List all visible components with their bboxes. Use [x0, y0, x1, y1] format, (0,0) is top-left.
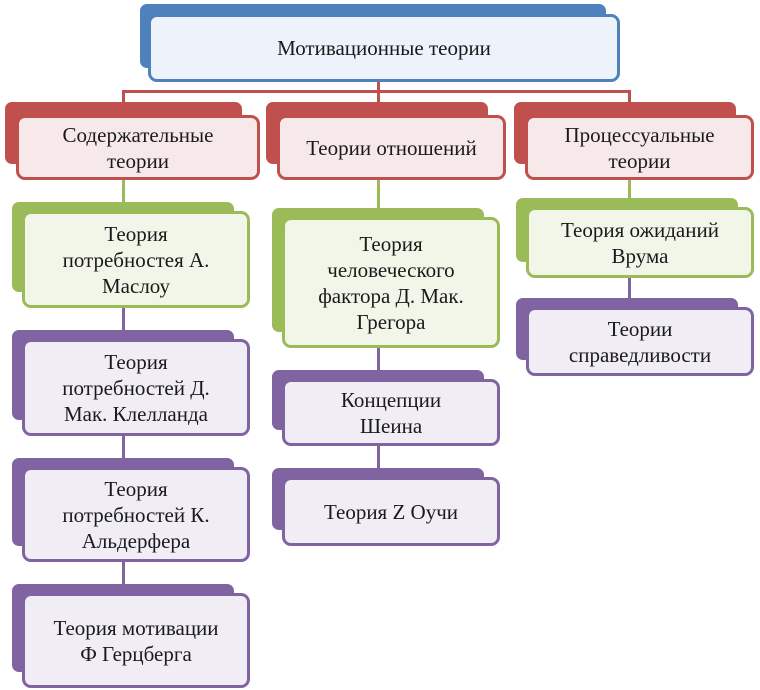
column-2-item-2: Концепции Шеина	[272, 370, 500, 446]
column-1-item-2: Теория потребностей Д. Мак. Клелланда	[12, 330, 250, 436]
column-1-item-3-label: Теория потребностей К. Альдерфера	[22, 467, 250, 562]
column-3-header: Процессуальные теории	[514, 102, 754, 180]
column-1-item-1: Теория потребностея А. Маслоу	[12, 202, 250, 308]
connector-root-down	[377, 80, 380, 98]
column-1-item-3: Теория потребностей К. Альдерфера	[12, 458, 250, 562]
column-2-item-1: Теория человеческого фактора Д. Мак. Гре…	[272, 208, 500, 348]
connector-to-col3-header	[628, 90, 631, 102]
connector-col1-item1-item2	[122, 306, 125, 330]
column-1-item-4: Теория мотивации Ф Герцберга	[12, 584, 250, 688]
column-3-item-2-label: Теории справедливости	[526, 307, 754, 376]
column-1-item-1-label: Теория потребностея А. Маслоу	[22, 211, 250, 308]
column-3-header-label: Процессуальные теории	[525, 115, 754, 180]
connector-col2-item1-item2	[377, 346, 380, 372]
column-2-item-3: Теория Z Оучи	[272, 468, 500, 546]
column-2-item-1-label: Теория человеческого фактора Д. Мак. Гре…	[282, 217, 500, 348]
connector-col2-header-item1	[377, 178, 380, 210]
column-1-item-2-label: Теория потребностей Д. Мак. Клелланда	[22, 339, 250, 436]
root-label: Мотивационные теории	[148, 14, 620, 82]
root-node: Мотивационные теории	[140, 4, 620, 82]
connector-col3-item1-item2	[628, 276, 631, 298]
connector-col1-item3-item4	[122, 560, 125, 584]
column-2-header-label: Теории отношений	[277, 115, 506, 180]
column-3-item-2: Теории справедливости	[516, 298, 754, 376]
column-2-item-2-label: Концепции Шеина	[282, 379, 500, 446]
connector-col3-header-item1	[628, 178, 631, 200]
column-1-header: Содержательные теории	[5, 102, 260, 180]
connector-to-col1-header	[122, 90, 125, 102]
connector-col2-item2-item3	[377, 444, 380, 470]
connector-col1-item2-item3	[122, 434, 125, 458]
column-3-item-1-label: Теория ожиданий Врума	[526, 207, 754, 278]
column-1-item-4-label: Теория мотивации Ф Герцберга	[22, 593, 250, 688]
column-2-item-3-label: Теория Z Оучи	[282, 477, 500, 546]
connector-to-col2-header	[377, 90, 380, 102]
column-3-item-1: Теория ожиданий Врума	[516, 198, 754, 278]
connector-col1-header-item1	[122, 178, 125, 202]
column-2-header: Теории отношений	[266, 102, 506, 180]
connector-horizontal-bus	[122, 90, 630, 93]
column-1-header-label: Содержательные теории	[16, 115, 260, 180]
